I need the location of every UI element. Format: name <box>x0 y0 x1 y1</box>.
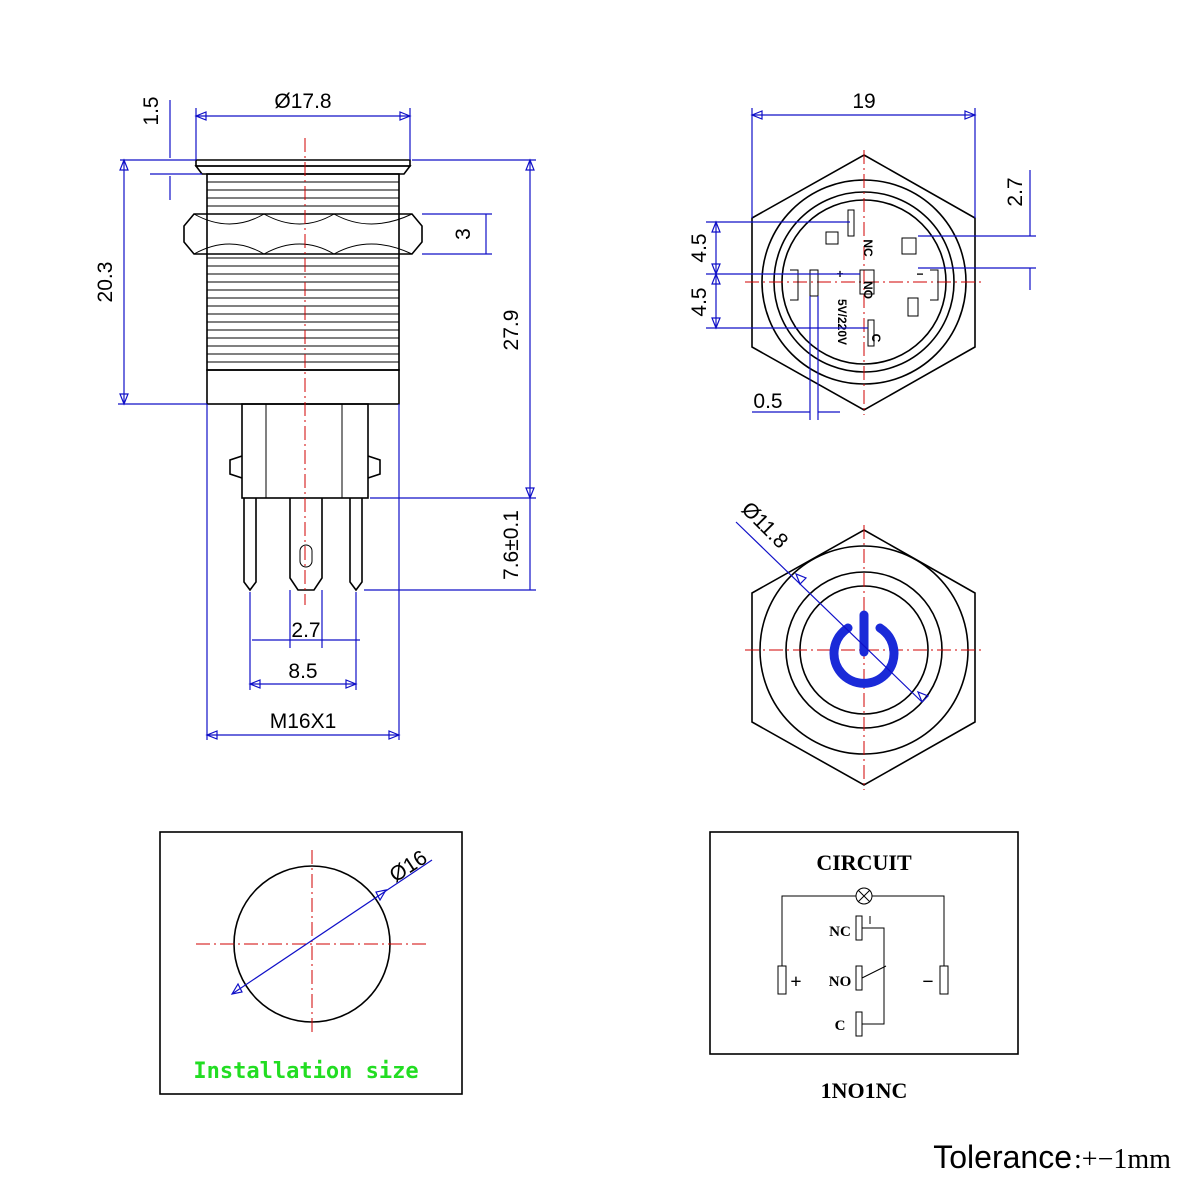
tolerance-label: Tolerance <box>933 1139 1072 1175</box>
dim-terminal-width: 2.7 <box>291 619 320 642</box>
rear-dimensions: 19 2.7 4.5 4.5 0.5 <box>688 90 1036 420</box>
installation-frame <box>159 831 463 1095</box>
circuit-frame <box>709 831 1019 1055</box>
pin-label-c: C <box>869 334 883 343</box>
circuit-label-c: C <box>835 1018 846 1034</box>
dim-thread: M16X1 <box>270 710 337 733</box>
side-view: Ø17.8 1.5 20.3 3 27.9 7.6±0.1 2.7 8.5 <box>94 90 536 740</box>
dim-terminal-spacing: 8.5 <box>288 660 317 683</box>
rear-pins <box>790 209 939 347</box>
pin-label-minus: − <box>916 267 923 281</box>
threaded-body <box>206 173 400 371</box>
pin-label-no: NO <box>861 281 875 299</box>
side-dimensions: Ø17.8 1.5 20.3 3 27.9 7.6±0.1 2.7 8.5 <box>94 90 536 740</box>
dim-nut-height: 3 <box>452 228 475 240</box>
dim-button-diameter: Ø11.8 <box>737 498 793 554</box>
dim-hex-width: 19 <box>852 90 875 113</box>
thread-lines <box>207 181 399 363</box>
circuit-label-minus: − <box>922 971 933 993</box>
dim-head-diameter: Ø17.8 <box>274 90 331 113</box>
installation-caption: Installation size <box>193 1059 418 1084</box>
circuit-label-no: NO <box>829 974 852 990</box>
dim-pin-offset: 2.7 <box>1004 177 1027 206</box>
dim-pitch-lower: 4.5 <box>688 287 711 316</box>
dim-pin-thickness: 0.5 <box>753 390 782 413</box>
tolerance-note: Tolerance :+−1mm <box>933 1139 1171 1175</box>
dim-terminal-length: 7.6±0.1 <box>500 510 523 580</box>
terminals <box>243 498 363 592</box>
front-view: Ø11.8 <box>735 498 985 790</box>
pin-label-voltage: 5V/220V <box>835 299 849 345</box>
circuit-title: CIRCUIT <box>816 850 912 875</box>
dim-total-length: 27.9 <box>500 310 523 351</box>
dim-pitch-upper: 4.5 <box>688 233 711 262</box>
pin-label-nc: NC <box>861 239 875 257</box>
installation-panel: Ø16 Installation size <box>159 831 463 1095</box>
dim-flange-thickness: 1.5 <box>140 96 163 125</box>
rear-housing <box>206 369 400 405</box>
tolerance-value: :+−1mm <box>1074 1144 1171 1175</box>
dim-body-length: 20.3 <box>94 262 117 303</box>
circuit-caption: 1NO1NC <box>821 1078 908 1103</box>
circuit-panel: CIRCUIT NC NO C + − 1NO1NC <box>709 831 1019 1103</box>
button-head <box>194 165 412 175</box>
rear-view: NC NO C + − 5V/220V 19 2.7 4.5 4.5 0.5 <box>688 90 1036 420</box>
circuit-label-nc: NC <box>829 924 851 940</box>
hex-nut <box>183 213 423 255</box>
circuit-label-plus: + <box>790 971 801 993</box>
lamp-icon <box>855 887 873 905</box>
dim-hole-diameter: Ø16 <box>386 846 432 887</box>
